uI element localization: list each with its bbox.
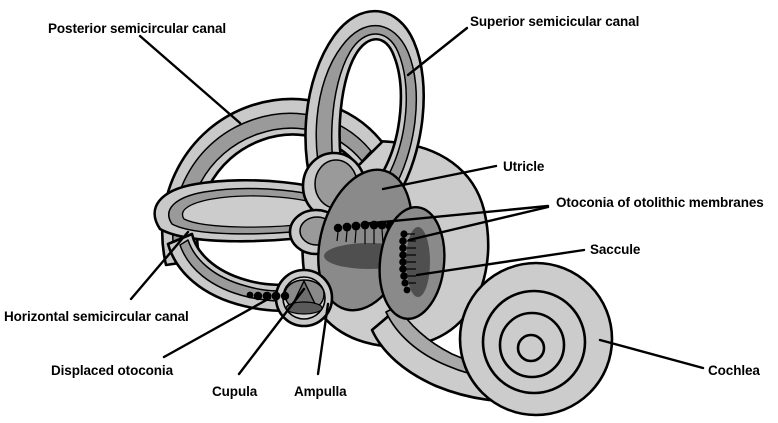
leader-otoconia-utricle [360,204,550,226]
leader-horizontal [129,230,190,301]
leader-cochlea [598,338,705,370]
leader-cupula [237,287,306,376]
leader-superior [406,26,469,77]
label-displaced-otoconia: Displaced otoconia [51,363,173,378]
saccule-otolithic-membrane [406,227,430,297]
label-ampulla: Ampulla [294,384,347,399]
leader-ampulla [316,302,330,376]
leader-lines [129,26,705,376]
saccule-otoconia [399,230,411,294]
leader-utricle [381,164,498,191]
displaced-otoconia-dot [253,291,263,301]
cochlea-group [458,261,614,417]
label-utricle: Utricle [503,159,545,174]
label-superior-semicircular-canal: Superior semicicular canal [470,14,640,29]
leader-posterior [138,34,242,125]
label-otoconia-of-otolithic-membranes: Otoconia of otolithic membranes [556,195,764,210]
posterior-canal-duct [172,112,372,263]
leader-saccule [415,248,586,277]
displaced-otoconia-group [246,291,290,301]
ampulla-crista [285,301,323,315]
label-saccule: Saccule [590,242,641,257]
displaced-otoconia-dot [246,291,254,299]
displaced-otoconia-dot [280,291,290,301]
label-cupula: Cupula [212,384,258,399]
label-posterior-semicircular-canal: Posterior semicircular canal [48,21,227,36]
leader-otoconia-saccule [407,205,550,242]
ampulla-group [274,268,334,328]
saccule-hair-cells [407,233,416,284]
label-horizontal-semicircular-canal: Horizontal semicircular canal [4,309,189,324]
leader-displaced [162,296,272,359]
displaced-otoconia-dot [271,291,281,301]
cochlea-turn-4 [516,333,546,363]
label-cochlea: Cochlea [708,363,760,378]
